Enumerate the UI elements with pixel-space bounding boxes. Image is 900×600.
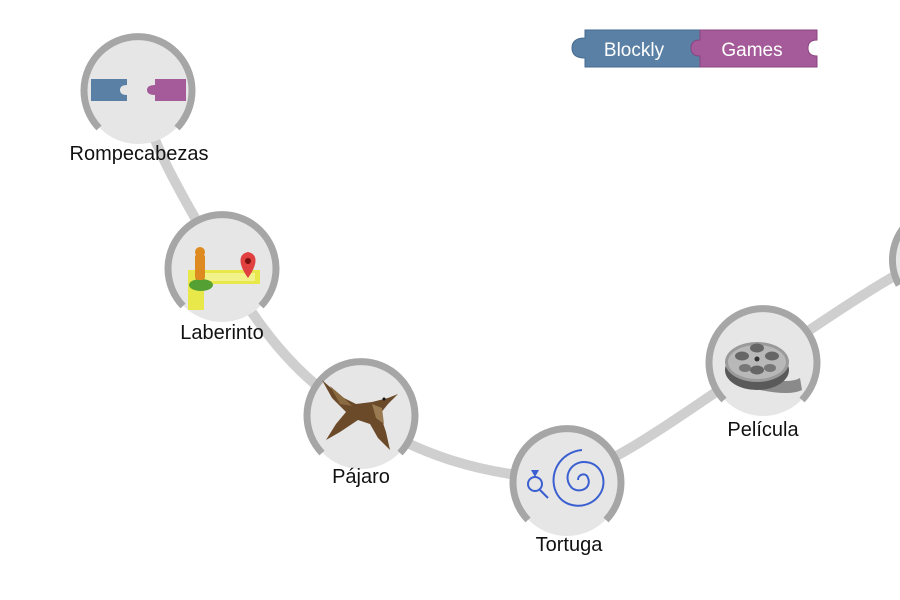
games-logo-block bbox=[690, 29, 818, 68]
game-ring bbox=[509, 425, 625, 523]
game-ring bbox=[705, 305, 821, 403]
blockly-games-logo[interactable]: Blockly Games bbox=[571, 29, 818, 68]
film-reel-icon bbox=[725, 342, 802, 393]
puzzle-icon bbox=[91, 79, 186, 101]
game-label-pajaro: Pájaro bbox=[332, 466, 390, 488]
turtle-spiral-icon bbox=[527, 449, 605, 507]
game-rompecabezas[interactable]: Rompecabezas bbox=[70, 33, 209, 165]
maze-icon bbox=[188, 247, 260, 310]
game-pajaro[interactable]: Pájaro bbox=[303, 358, 419, 488]
game-laberinto[interactable]: Laberinto bbox=[164, 211, 280, 344]
brand-part2: Games bbox=[721, 40, 782, 61]
game-label-rompecabezas: Rompecabezas bbox=[70, 143, 209, 165]
game-label-tortuga: Tortuga bbox=[536, 534, 604, 556]
bird-icon bbox=[322, 380, 398, 450]
game-pelicula[interactable]: Película bbox=[705, 305, 821, 441]
game-ring bbox=[80, 33, 196, 131]
game-tortuga[interactable]: Tortuga bbox=[509, 425, 625, 556]
game-disc bbox=[84, 36, 192, 144]
next-level-node bbox=[889, 226, 900, 287]
game-label-laberinto: Laberinto bbox=[180, 322, 263, 344]
game-ring bbox=[303, 358, 419, 456]
brand-part1: Blockly bbox=[604, 40, 665, 61]
game-label-pelicula: Película bbox=[727, 419, 799, 441]
game-ring bbox=[164, 211, 280, 309]
